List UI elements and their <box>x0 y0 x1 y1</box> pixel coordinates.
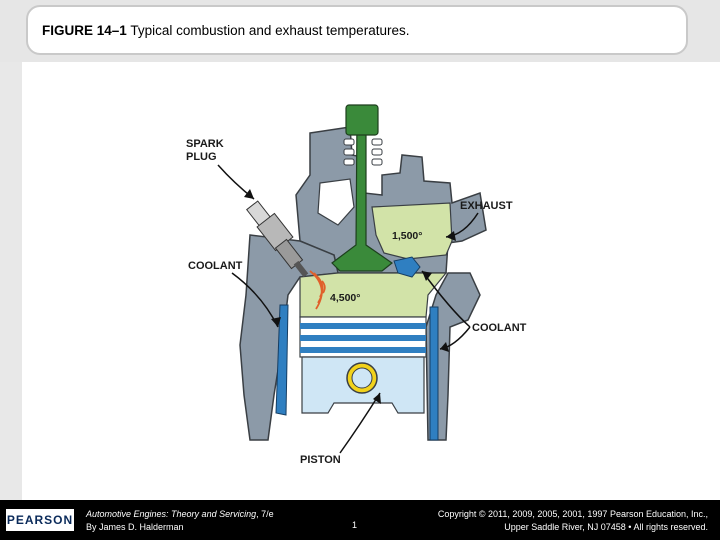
spark-plug <box>246 200 309 278</box>
copyright-line2: Upper Saddle River, NJ 07458 • All right… <box>504 522 708 532</box>
piston-ring-3 <box>300 347 426 353</box>
piston-ring-2 <box>300 335 426 341</box>
slide-frame-left <box>0 0 22 500</box>
page-number: 1 <box>352 520 358 530</box>
valve-retainer <box>345 104 379 136</box>
arrow-heads <box>244 189 456 404</box>
coolant-passage-left <box>275 304 289 416</box>
wrist-pin-bore <box>351 367 373 389</box>
figure-caption: Typical combustion and exhaust temperatu… <box>130 23 410 38</box>
head-cavity <box>317 178 355 226</box>
copyright-line1: Copyright © 2011, 2009, 2005, 2001, 1997… <box>437 509 708 519</box>
book-edition: , 7/e <box>256 509 274 519</box>
label-exhaust-temp: 1,500° <box>392 230 422 242</box>
label-spark-plug-line1: SPARK <box>186 138 224 150</box>
pearson-logo: PEARSON <box>6 509 74 531</box>
label-exhaust: EXHAUST <box>460 200 513 212</box>
piston-ring-1 <box>300 323 426 329</box>
exhaust-port-gas <box>371 202 453 260</box>
valve-springs <box>343 138 383 166</box>
figure-label: FIGURE 14–1 <box>42 23 127 38</box>
label-combustion-temp: 4,500° <box>330 292 360 304</box>
label-coolant-left: COOLANT <box>188 260 243 272</box>
block-right <box>425 272 481 441</box>
book-title: Automotive Engines: Theory and Servicing <box>86 509 257 519</box>
combustion-flame-icon <box>309 270 326 310</box>
title-box: FIGURE 14–1 Typical combustion and exhau… <box>26 5 688 55</box>
book-credit: Automotive Engines: Theory and Servicing… <box>86 508 274 534</box>
coolant-passage-right <box>429 306 439 441</box>
label-piston: PISTON <box>300 454 341 466</box>
exhaust-valve <box>331 114 394 272</box>
label-spark-plug-line2: PLUG <box>186 151 217 163</box>
copyright: Copyright © 2011, 2009, 2005, 2001, 1997… <box>438 508 708 534</box>
book-author: By James D. Halderman <box>86 522 184 532</box>
footer-bar: PEARSON Automotive Engines: Theory and S… <box>0 500 720 540</box>
engine-cross-section-diagram: SPARK PLUG EXHAUST COOLANT COOLANT PISTO… <box>186 104 527 466</box>
label-coolant-right: COOLANT <box>472 322 527 334</box>
figure-title: FIGURE 14–1 Typical combustion and exhau… <box>42 23 409 38</box>
coolant-passage-head <box>393 256 421 278</box>
